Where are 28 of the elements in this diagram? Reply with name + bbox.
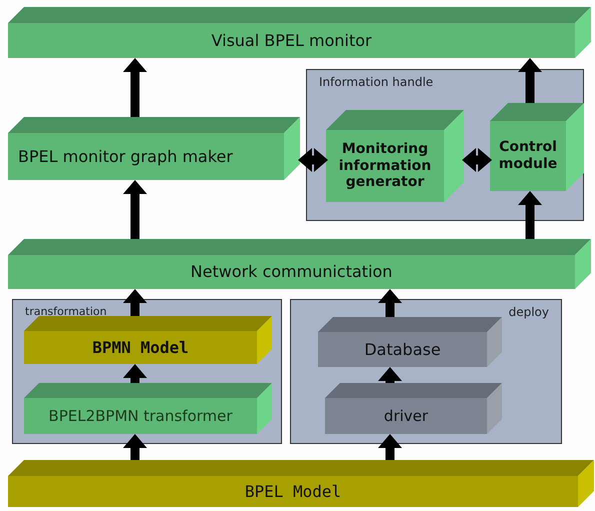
module-label: BPEL Model [244,482,342,502]
arrow [462,148,492,172]
panel-heading: transformation [25,305,107,318]
arrow [123,434,147,460]
arrow [378,289,402,317]
arrow [123,58,147,117]
arrow [518,58,542,103]
arrow [518,191,542,239]
module-label: Monitoring information generator [338,140,432,192]
panel-heading: Information handle [319,75,434,89]
arrow [123,180,147,239]
group-panel [12,299,282,444]
arrow [123,289,147,316]
module-label: driver [382,407,430,425]
module-label: Database [363,340,442,360]
group-panel [290,299,562,444]
module-label: Network communictation [190,262,394,282]
arrow [378,367,402,383]
module-label: BPMN Model [91,338,190,358]
module-label: Control module [498,139,558,173]
module-label: Visual BPEL monitor [210,30,373,50]
group-panel [306,69,584,221]
arrow [298,148,328,172]
module-label: BPEL2BPMN transformer [48,407,234,425]
arrow [378,434,402,460]
module-label: BPEL monitor graph maker [17,146,233,166]
panel-heading: deploy [508,305,549,319]
arrow [123,364,147,383]
